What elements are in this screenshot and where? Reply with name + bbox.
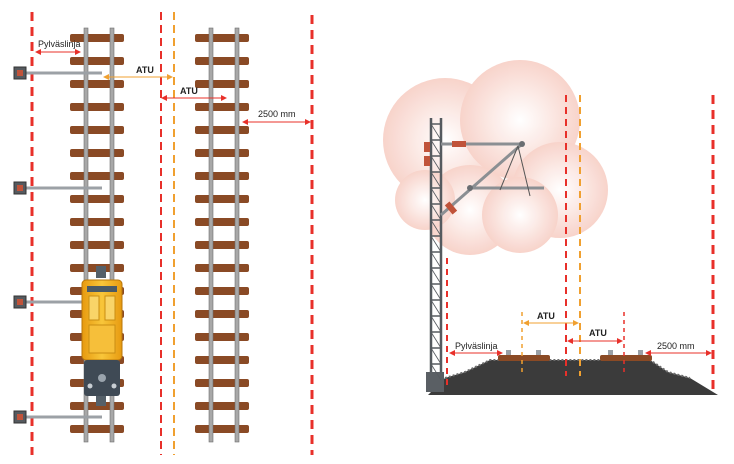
atu-section-upper-label: ATU — [537, 311, 555, 321]
rail — [208, 27, 214, 443]
sleeper — [195, 356, 249, 364]
sleeper — [195, 149, 249, 157]
track-right — [195, 27, 249, 443]
plan-view: Pylväslinja ATU ATU 2500 mm — [13, 12, 314, 455]
sleeper — [195, 103, 249, 111]
sleeper — [70, 126, 124, 134]
sleeper — [70, 103, 124, 111]
clearance-section-label: 2500 mm — [657, 341, 695, 351]
pole-line-label: Pylväslinja — [38, 39, 81, 49]
sleeper — [195, 287, 249, 295]
sleeper — [195, 310, 249, 318]
cantilever-arm-plan — [22, 300, 102, 304]
sleeper — [195, 241, 249, 249]
cantilever-arm-plan — [22, 71, 102, 75]
cantilever-arm-plan — [22, 186, 102, 190]
sleeper — [195, 402, 249, 410]
sleeper — [70, 80, 124, 88]
sleeper — [70, 218, 124, 226]
cantilever-arm — [424, 141, 544, 217]
sleeper — [195, 218, 249, 226]
sleeper — [195, 379, 249, 387]
pole-line-section-label: Pylväslinja — [455, 341, 498, 351]
cantilever-arm-plan — [22, 415, 102, 419]
cloud-shape — [383, 60, 608, 255]
clearance-label: 2500 mm — [258, 109, 296, 119]
sleeper — [195, 34, 249, 42]
catenary-mast — [426, 118, 444, 392]
sleeper — [195, 425, 249, 433]
sleeper — [195, 126, 249, 134]
rail — [109, 27, 115, 443]
sleeper — [70, 149, 124, 157]
sleeper-left — [498, 355, 550, 361]
sleeper — [195, 57, 249, 65]
sleeper — [195, 172, 249, 180]
embankment — [428, 360, 718, 395]
sleeper — [70, 425, 124, 433]
train-top-view — [81, 266, 123, 406]
mast-group — [13, 66, 102, 424]
rail — [234, 27, 240, 443]
atu-label-lower: ATU — [180, 86, 198, 96]
rail — [83, 27, 89, 443]
atu-label-upper: ATU — [136, 65, 154, 75]
cross-section-view: ATU ATU Pylväslinja 2500 mm — [383, 60, 718, 395]
sleeper — [195, 195, 249, 203]
sleeper — [195, 264, 249, 272]
sleeper — [70, 57, 124, 65]
sleeper — [70, 195, 124, 203]
sleeper — [70, 172, 124, 180]
sleeper — [195, 80, 249, 88]
sleeper — [70, 241, 124, 249]
sleeper — [195, 333, 249, 341]
sleeper-right — [600, 355, 652, 361]
atu-section-lower-label: ATU — [589, 328, 607, 338]
